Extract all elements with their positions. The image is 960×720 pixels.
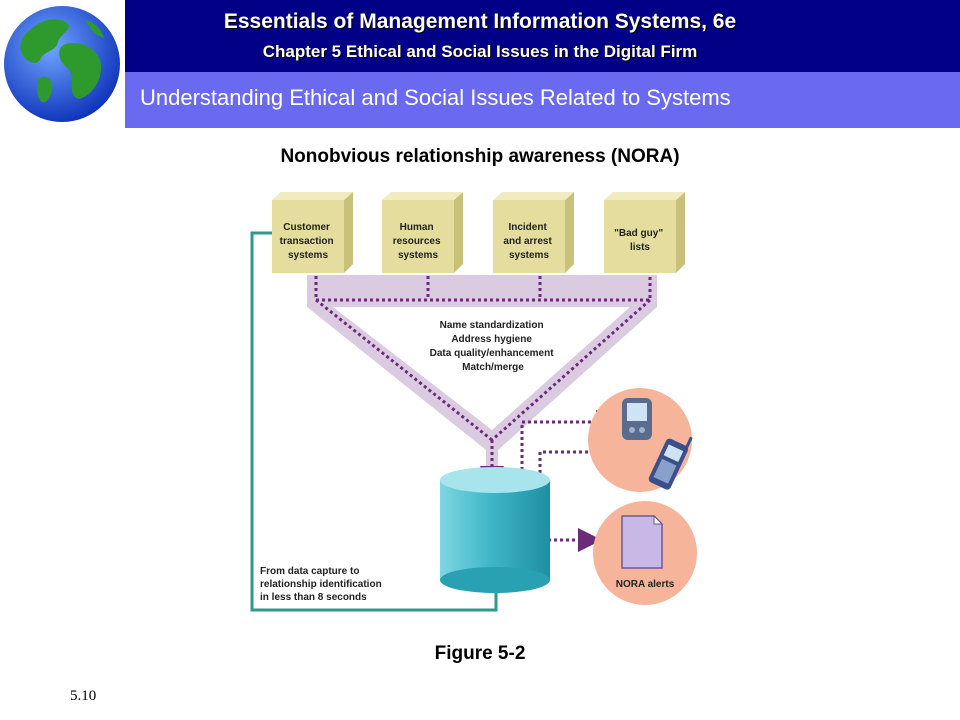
pda-icon — [622, 398, 652, 440]
document-icon — [621, 514, 664, 569]
source-box-customer: Customer transaction systems — [272, 192, 353, 273]
loop-note: From data capture to relationship identi… — [260, 566, 384, 603]
section-title: Understanding Ethical and Social Issues … — [140, 85, 731, 110]
feedback-loop-line — [250, 231, 498, 612]
cellphone-icon — [648, 436, 693, 490]
devices-circle — [588, 388, 693, 492]
source-box-incident: Incident and arrest systems — [493, 192, 574, 273]
source-label: "Bad guy" lists — [614, 228, 666, 253]
chapter-title: Chapter 5 Ethical and Social Issues in t… — [262, 42, 698, 61]
source-label: Incident and arrest systems — [503, 222, 554, 261]
source-box-bad-guy-lists: "Bad guy" lists — [604, 192, 685, 273]
data-flow-dots — [314, 276, 662, 552]
header-bar — [125, 0, 960, 72]
processing-steps: Name standardization Address hygiene Dat… — [430, 320, 557, 373]
figure-title: Nonobvious relationship awareness (NORA) — [280, 146, 680, 167]
funnel — [307, 275, 657, 470]
source-label: Customer transaction systems — [280, 222, 337, 261]
course-title: Essentials of Management Information Sys… — [223, 10, 737, 33]
source-label: Human resources systems — [393, 222, 444, 261]
database-cylinder — [440, 467, 550, 593]
globe-logo — [0, 0, 125, 128]
globe-icon — [4, 6, 120, 122]
alerts-label: NORA alerts — [616, 579, 675, 590]
source-box-human-resources: Human resources systems — [382, 192, 463, 273]
alerts-circle: NORA alerts — [593, 501, 697, 605]
figure-caption: Figure 5-2 — [434, 643, 526, 664]
slide-number: 5.10 — [70, 688, 97, 704]
section-bar — [125, 72, 960, 128]
